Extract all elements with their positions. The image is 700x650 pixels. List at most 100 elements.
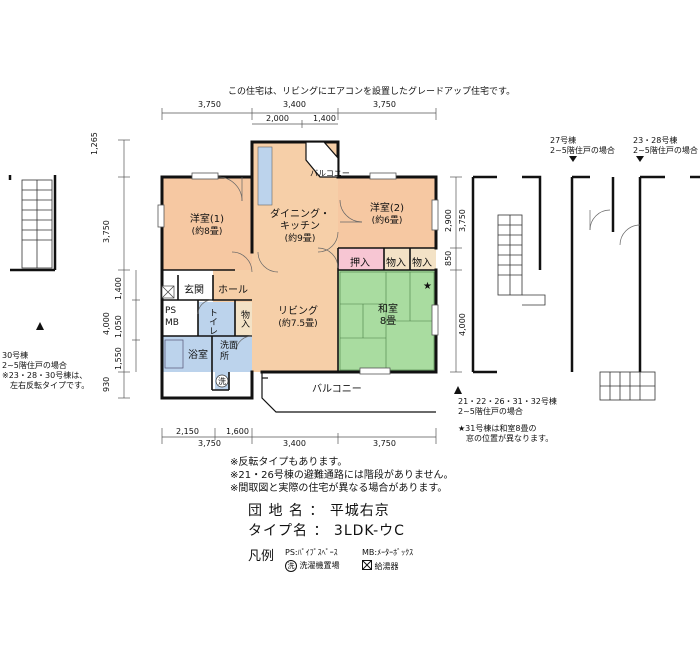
stairs-left	[21, 179, 53, 269]
top-dimension-lines	[161, 108, 437, 128]
door-swings	[197, 176, 363, 351]
toilet-fill	[198, 302, 235, 336]
note-3: ※間取図と実際の住宅が異なる場合があります。	[230, 483, 448, 494]
closet-1-label: 物入	[386, 258, 406, 269]
dim-left-7: 930	[102, 376, 111, 392]
japanese-room-size: 8畳	[379, 316, 397, 327]
washer-legend-icon: 洗	[285, 560, 297, 572]
stairs-21	[497, 214, 546, 306]
toilet-label: トイレ	[207, 308, 217, 335]
dim-top-3: 3,750	[373, 100, 396, 109]
bathtub	[164, 339, 184, 369]
type-name-label: タイプ名 ：	[248, 523, 334, 539]
note-27-line-1: 27号棟	[550, 136, 577, 145]
closet-small-label: 物入	[239, 310, 249, 328]
dim-left-6: 1,550	[114, 347, 123, 370]
bath-fill	[162, 336, 212, 372]
dim-bottom-1: 3,750	[198, 439, 221, 448]
windows	[157, 172, 439, 375]
type-name-value: 3LDK-ウC	[333, 523, 405, 539]
dim-top-1: 3,750	[198, 100, 221, 109]
closet-small-fill	[235, 302, 252, 336]
legend-title: 凡例	[248, 549, 275, 564]
side-schematic-left	[8, 175, 57, 272]
western-room-2-label: 洋室(2) (約6畳)	[355, 203, 419, 227]
balcony-bottom-label: バルコニー	[312, 384, 362, 395]
complex-name-label: 団 地 名 ：	[248, 503, 330, 519]
heater-legend-text: 給湯器	[374, 562, 399, 571]
washer-circle	[215, 374, 229, 388]
dim-right-4: 4,000	[458, 313, 467, 336]
japanese-room-label: 和室 8畳	[361, 304, 415, 328]
japanese-room-name: 和室	[378, 304, 398, 315]
living-label: リビング (約7.5畳)	[264, 306, 332, 330]
living-size: (約7.5畳)	[278, 319, 318, 329]
dim-left-2: 3,750	[102, 220, 111, 243]
dim-bottom-2: 3,400	[283, 439, 306, 448]
complex-name-row: 団 地 名 ： 平城右京	[248, 500, 390, 520]
western-room-2-fill	[338, 177, 436, 248]
dining-kitchen-label: ダイニング・ キッチン (約9畳)	[262, 209, 338, 245]
right-dimension-lines	[450, 176, 462, 373]
top-balcony	[305, 141, 339, 178]
note-1: ※反転タイプもあります。	[230, 457, 348, 468]
door-27	[589, 209, 641, 246]
living-name: リビング	[278, 306, 318, 317]
bottom-balcony	[261, 372, 436, 413]
western-room-2-name: 洋室(2)	[369, 203, 405, 214]
western-room-1-name: 洋室(1)	[189, 214, 225, 225]
note-30-line-1: 30号棟	[2, 351, 29, 360]
partitions	[162, 247, 436, 391]
hall-label: ホール	[218, 285, 248, 296]
balcony-top-label: バルコニー	[310, 169, 350, 178]
tatami-pattern	[339, 271, 435, 371]
note-building-27: 27号棟 2~5階住戸の場合	[550, 136, 615, 156]
legend-mb: MB:ﾒｰﾀｰﾎﾞｯｸｽ	[362, 548, 414, 557]
dim-left-4: 4,000	[102, 312, 111, 335]
washroom-fill	[212, 336, 252, 372]
washroom-label: 洗面所	[220, 341, 239, 362]
oshiire-fill	[338, 248, 384, 270]
intro-text: この住宅は、リビングにエアコンを設置したグレードアップ住宅です。	[228, 87, 516, 97]
dim-bottom-sub-1: 2,150	[176, 427, 199, 436]
dim-top-sub-2: 1,400	[313, 114, 336, 123]
dim-bottom-3: 3,750	[373, 439, 396, 448]
western-room-2-size: (約6畳)	[371, 216, 403, 226]
type-name-row: タイプ名 ： 3LDK-ウC	[248, 520, 405, 540]
note-23-line-1: 23・28号棟	[633, 136, 678, 145]
bottom-dimension-lines	[161, 428, 437, 444]
note-building-30: 30号棟 2~5階住戸の場合 ※23・28・30号棟は、 左右反転タイプです。	[2, 351, 89, 391]
note-30-line-3: ※23・28・30号棟は、	[2, 371, 88, 380]
note-building-21: 21・22・26・31・32号棟 2~5階住戸の場合	[458, 397, 557, 417]
complex-name-value: 平城右京	[329, 503, 390, 519]
washer-legend-text: 洗濯機置場	[299, 561, 340, 570]
dim-top-sub-1: 2,000	[266, 114, 289, 123]
note-21-line-1: 21・22・26・31・32号棟	[458, 397, 557, 406]
ps-label: PS	[165, 306, 177, 316]
stairs-bottom-27	[599, 371, 656, 401]
note-star-line-1: ★31号棟は和室8畳の	[458, 424, 537, 433]
bath-label: 浴室	[188, 350, 208, 361]
side-schematic-21	[471, 175, 542, 374]
note-2: ※21・26号棟の避難通路には階段がありません。	[230, 470, 454, 481]
dining-kitchen-size: (約9畳)	[284, 234, 316, 244]
dim-right-3: 850	[444, 250, 453, 266]
entrance-fill	[180, 275, 213, 300]
dim-bottom-sub-2: 1,600	[226, 427, 249, 436]
note-23-line-2: 2~5階住戸の場合	[633, 146, 698, 155]
mb-label: MB	[165, 318, 179, 328]
dining-kitchen-name-1: ダイニング・	[270, 209, 330, 220]
note-27-line-2: 2~5階住戸の場合	[550, 146, 615, 155]
closet-2-label: 物入	[412, 258, 432, 269]
note-building-23: 23・28号棟 2~5階住戸の場合	[633, 136, 698, 156]
western-room-1-size: (約8畳)	[191, 227, 223, 237]
dim-right-2: 3,750	[458, 209, 467, 232]
living-fill	[252, 270, 338, 372]
dim-right-1: 2,900	[444, 209, 453, 232]
arrows	[36, 156, 644, 394]
heater-mark	[161, 285, 175, 299]
oshiire-label: 押入	[350, 258, 370, 269]
western-room-1-fill	[162, 177, 252, 270]
legend-heater-row: 給湯器	[362, 560, 399, 572]
